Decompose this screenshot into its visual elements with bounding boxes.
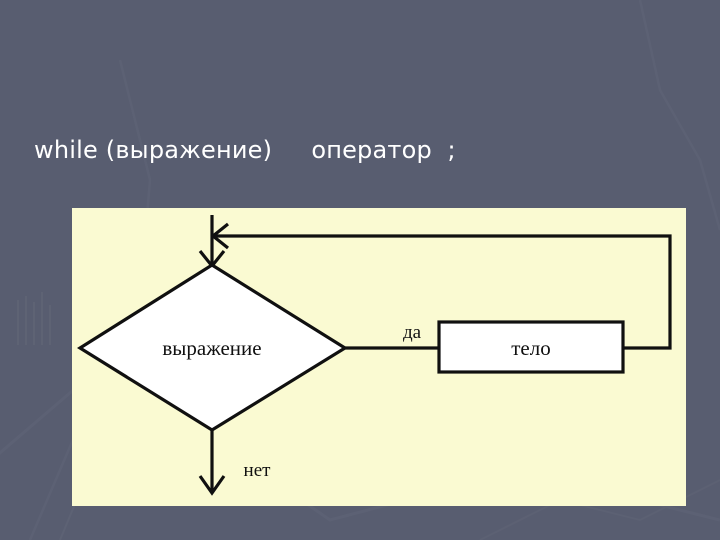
flowchart-svg: выражение да тело нет <box>76 215 672 496</box>
page-title: while (выражение) оператор ; <box>34 136 456 164</box>
true-branch-edge: да <box>345 322 439 350</box>
false-branch-edge: нет <box>198 430 272 496</box>
yes-branch-label: да <box>403 322 422 343</box>
no-branch-label: нет <box>244 460 272 481</box>
condition-node-label: выражение <box>162 336 261 360</box>
body-node-label: тело <box>511 336 550 360</box>
condition-node: выражение <box>76 263 349 432</box>
flowchart-panel: выражение да тело нет <box>72 208 686 506</box>
body-node: тело <box>437 320 625 374</box>
loop-back-arrow <box>210 222 672 350</box>
